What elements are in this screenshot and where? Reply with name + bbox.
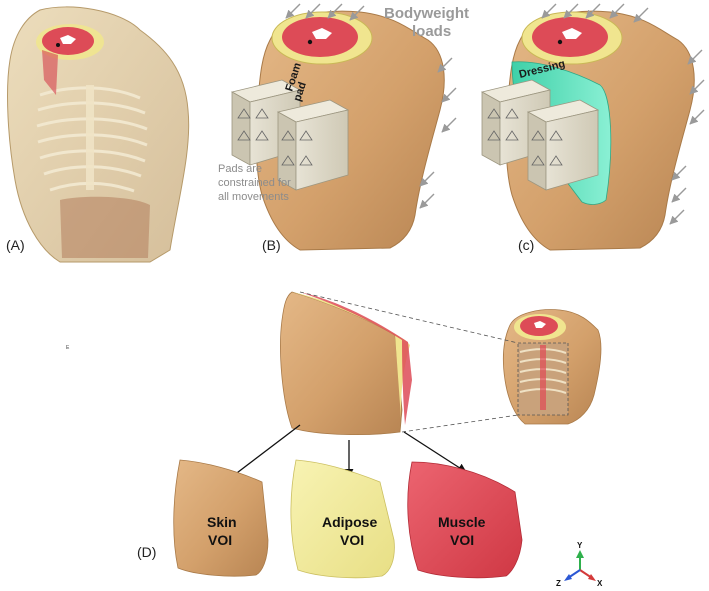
reference-torso [503,309,602,425]
stray-mark: E [66,345,70,351]
adipose-voi-label-line2: VOI [340,532,364,548]
panel-c-torso [480,3,705,251]
skin-voi-shape [173,459,269,577]
skin-voi-label-line1: Skin [207,514,237,530]
cross-section-b [271,11,373,65]
pads-constraint-line3: all movements [218,191,289,203]
cross-section-c [521,11,623,65]
panel-a-torso [7,6,190,263]
constraint-triangles-b [237,108,313,166]
abdomen-muscle [60,196,150,258]
extracted-volume [280,291,412,435]
axis-x-label: X [597,579,603,588]
panel-label-b: (B) [262,237,281,253]
bodyweight-label-line2: loads [412,23,451,40]
panel-label-c: (c) [518,237,534,253]
constraint-triangles-c [487,108,563,166]
adipose-voi-shape [290,459,395,579]
foam-pad-label-line2: pad [291,81,308,103]
bodyweight-arrows-b [285,3,457,209]
muscle-voi-label-line1: Muscle [438,514,486,530]
panel-d: Y Z X [173,291,603,588]
axis-y-label: Y [577,541,583,550]
pads-constraint-line2: constrained for [218,177,291,189]
foam-pad-lower-c [526,99,600,191]
panel-label-a: (A) [6,237,25,253]
sternum [86,85,94,190]
axis-z-label: Z [556,579,561,588]
muscle-voi-shape [407,461,523,579]
panel-b-torso [230,3,457,251]
projection-lines [299,291,519,433]
pads-constraint-line1: Pads are [218,163,262,175]
panel-label-d: (D) [137,544,156,560]
muscle-voi-label-line2: VOI [450,532,474,548]
skin-voi-label-line2: VOI [208,532,232,548]
foam-pad-lower [276,99,350,191]
adipose-voi-label-line1: Adipose [322,514,377,530]
axis-triad: Y Z X [556,541,603,588]
bodyweight-arrows-c [541,3,705,225]
cross-section-a [36,24,104,95]
bodyweight-label-line1: Bodyweight [384,5,469,22]
